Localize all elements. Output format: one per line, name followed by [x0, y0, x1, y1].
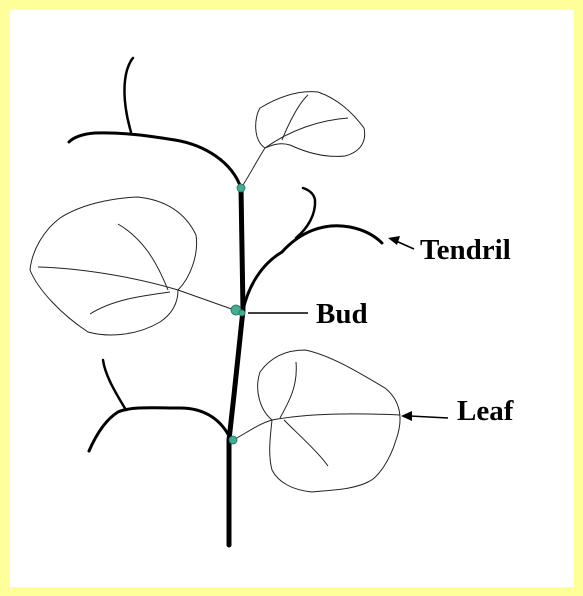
leaf-top-vein-side — [282, 95, 308, 140]
leaf-pointer-line — [410, 416, 448, 418]
leaf-right-vein-lower — [284, 420, 328, 466]
plant-diagram: Tendril Bud Leaf — [10, 10, 574, 587]
bud-lower — [229, 436, 237, 444]
tendril-lower-left-tip — [103, 360, 126, 410]
leaf-right-vein-main — [272, 414, 400, 420]
bud-middle-2 — [239, 310, 245, 316]
tendril-upper-left — [69, 133, 241, 188]
main-stem — [229, 188, 243, 545]
tendril-label: Tendril — [420, 234, 511, 266]
leaf-right — [233, 350, 400, 492]
diagram-panel: Tendril Bud Leaf — [10, 10, 574, 587]
leaf-left-vein-lower — [90, 292, 170, 314]
leaf-top-vein-main — [265, 118, 348, 148]
bud-label: Bud — [316, 298, 368, 330]
leaf-right-vein-upper — [280, 362, 296, 418]
tendril-arrowhead — [388, 236, 400, 245]
leaf-left-vein-upper — [118, 224, 168, 290]
tendril-lower-left — [89, 408, 231, 451]
tendril-upper-left-tip — [124, 58, 133, 132]
leaf-top — [241, 92, 365, 188]
leaf-left — [30, 197, 240, 335]
bud-upper — [237, 184, 245, 192]
leaf-label: Leaf — [457, 395, 514, 427]
tendril-pointer-line — [396, 241, 414, 249]
leaf-left-vein-main — [38, 267, 178, 290]
leaf-arrowhead — [401, 411, 412, 421]
